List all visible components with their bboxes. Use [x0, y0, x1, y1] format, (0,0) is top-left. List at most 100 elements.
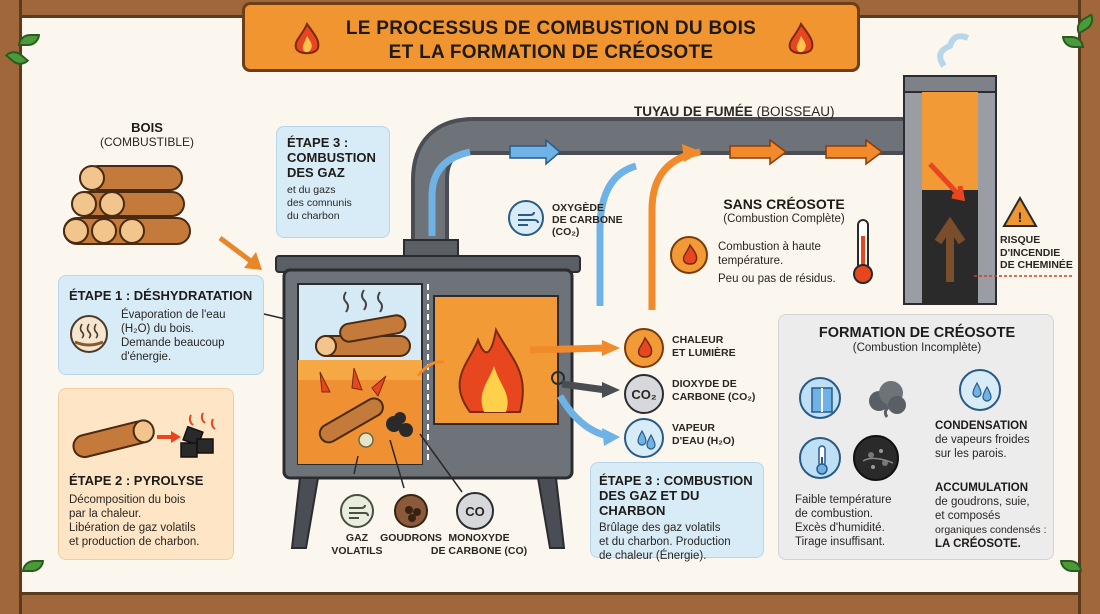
stage1-text-1: Évaporation de l'eau — [121, 309, 226, 321]
no-creosote-heading: SANS CRÉOSOTE (Combustion Complète) — [700, 196, 868, 226]
stage2-text: Décomposition du bois par la chaleur. Li… — [69, 493, 229, 549]
wooden-frame-bottom — [0, 592, 1100, 614]
stage3-top-text-3: du charbon — [287, 210, 340, 222]
creosote-causes-3: Excès d'humidité. — [795, 522, 885, 534]
accumulation-text-3: organiques condensés : — [935, 524, 1047, 536]
output-water-1: VAPEUR — [672, 422, 715, 434]
accumulation-block: ACCUMULATION de goudrons, suie, et compo… — [935, 481, 1053, 551]
fire-risk-1: RISQUE — [1000, 234, 1041, 246]
output-co2-2: CARBONE (CO₂) — [672, 391, 756, 403]
creosote-causes-2: de combustion. — [795, 508, 873, 520]
heat-icon — [624, 328, 664, 368]
pipe-label-bold: TUYAU DE FUMÉE — [634, 104, 753, 119]
no-creosote-text-1: Combustion à haute — [718, 241, 821, 253]
oxygen-label-3: (CO₂) — [552, 226, 580, 238]
stage1-text-4: d'énergie. — [121, 351, 172, 363]
stage1-card: ÉTAPE 1 : DÉSHYDRATATION Évaporation de … — [58, 275, 264, 375]
stage3-bottom-card: ÉTAPE 3 : COMBUSTION DES GAZ ET DU CHARB… — [590, 462, 764, 562]
window-icon — [799, 377, 841, 419]
creosote-causes-1: Faible température — [795, 494, 892, 506]
flame-icon — [788, 21, 814, 55]
creosote-card: FORMATION DE CRÉOSOTE (Combustion Incomp… — [778, 314, 1054, 560]
accumulation-text-1: de goudrons, suie, — [935, 496, 1030, 508]
no-creosote-title: SANS CRÉOSOTE — [723, 196, 845, 212]
stage1-text: Évaporation de l'eau (H₂O) du bois. Dema… — [121, 308, 261, 364]
pyrolysis-icon — [72, 412, 216, 459]
no-creosote-text-2: température. — [718, 255, 784, 267]
creosote-causes: Faible température de combustion. Excès … — [795, 493, 925, 549]
output-co2-label: DIOXYDE DE CARBONE (CO₂) — [672, 378, 755, 404]
oxygen-label-1: OXYGÈDE — [552, 202, 604, 214]
volatile-gas-icon — [340, 494, 374, 528]
air-flow-icon — [508, 200, 544, 236]
water-drops-icon — [624, 418, 664, 458]
creosote-causes-4: Tirage insuffisant. — [795, 536, 886, 548]
output-heat-1: CHALEUR — [672, 334, 724, 346]
title-line-1: LE PROCESSUS DE COMBUSTION DU BOIS — [345, 18, 757, 39]
stage3-top-text-1: et du gazs — [287, 184, 336, 196]
stage2-text-3: Libération de gaz volatils — [69, 522, 196, 534]
volatile-gas-label: GAZ VOLATILS — [318, 532, 396, 558]
svg-text:!: ! — [1018, 209, 1023, 225]
stage3-bottom-text-1: Brûlage des gaz volatils — [599, 522, 721, 534]
stage2-text-1: Décomposition du bois — [69, 494, 186, 506]
output-heat-2: ET LUMIÈRE — [672, 347, 736, 359]
fire-risk-2: D'INCENDIE — [1000, 246, 1061, 259]
stage3-top-title-2: COMBUSTION — [287, 150, 376, 165]
fire-risk-3: DE CHEMINÉE — [1000, 259, 1073, 271]
stage3-top-title-1: ÉTAPE 3 : — [287, 135, 349, 150]
co-label-2: DE CARBONE (CO) — [430, 545, 528, 557]
co-label: MONOXYDE DE CARBONE (CO) — [424, 532, 534, 558]
thermometer-hot-icon — [853, 219, 873, 284]
output-water-2: D'EAU (H₂O) — [672, 435, 735, 447]
condensation-title: CONDENSATION — [935, 420, 1028, 432]
wood-label: BOIS (COMBUSTIBLE) — [82, 120, 212, 149]
tar-label-1: GOUDRONS — [380, 532, 442, 544]
stage2-text-2: par la chaleur. — [69, 508, 142, 520]
creosote-heading: FORMATION DE CRÉOSOTE (Combustion Incomp… — [779, 325, 1055, 355]
co2-badge: CO₂ — [624, 374, 664, 414]
output-co2-1: DIOXYDE DE — [672, 378, 737, 390]
creosote-deposit-icon — [853, 435, 899, 481]
no-creosote-text-3: Peu ou pas de résidus. — [718, 273, 836, 285]
oxygen-label: OXYGÈDE DE CARBONE (CO₂) — [552, 202, 623, 238]
title-banner: LE PROCESSUS DE COMBUSTION DU BOIS ET LA… — [242, 2, 860, 72]
co-label-1: MONOXYDE — [448, 532, 510, 544]
condensation-text-1: de vapeurs froides — [935, 434, 1030, 446]
stage3-bottom-title-1: ÉTAPE 3 : COMBUSTION — [599, 473, 753, 488]
oxygen-label-2: DE CARBONE — [552, 214, 623, 226]
arrow-icon — [218, 236, 262, 270]
stage3-top-title-3: DES GAZ — [287, 165, 345, 180]
pipe-label-normal: (BOISSEAU) — [756, 104, 835, 119]
fire-risk-label: RISQUE D'INCENDIE DE CHEMINÉE — [1000, 234, 1073, 272]
volatile-gas-2: VOLATILS — [331, 545, 383, 557]
tar-icon — [394, 494, 428, 528]
accumulation-text-4: LA CRÉOSOTE. — [935, 538, 1021, 550]
flame-icon — [294, 21, 320, 55]
wood-title: BOIS — [131, 120, 163, 135]
stage2-text-4: et production de charbon. — [69, 536, 200, 548]
wood-logs-icon — [63, 165, 191, 245]
condensation-block: CONDENSATION de vapeurs froides sur les … — [935, 419, 1053, 461]
stage2-card: ÉTAPE 2 : PYROLYSE Décomposition du bois… — [58, 388, 234, 560]
volatile-gas-1: GAZ — [345, 532, 369, 544]
stage3-bottom-text-3: de chaleur (Énergie). — [599, 550, 707, 562]
stage3-top-card: ÉTAPE 3 : COMBUSTION DES GAZ et du gazs … — [276, 126, 390, 238]
no-creosote-text: Combustion à haute température. Peu ou p… — [718, 240, 858, 286]
tar-label: GOUDRONS — [372, 532, 450, 545]
condensation-text-2: sur les parois. — [935, 448, 1007, 460]
stage3-top-text-2: des comnunis — [287, 197, 352, 209]
stage2-title: ÉTAPE 2 : PYROLYSE — [69, 473, 204, 488]
stage1-text-3: Demande beaucoup — [121, 337, 225, 349]
fire-icon — [670, 236, 708, 274]
smoke-icon — [869, 381, 906, 418]
output-heat-label: CHALEUR ET LUMIÈRE — [672, 334, 736, 360]
accumulation-title: ACCUMULATION — [935, 482, 1029, 494]
thermometer-cold-icon — [799, 437, 841, 479]
wooden-frame-left — [0, 0, 22, 614]
creosote-subtitle: (Combustion Incomplète) — [852, 342, 982, 354]
stage1-title: ÉTAPE 1 : DÉSHYDRATATION — [69, 288, 253, 303]
pipe-label: TUYAU DE FUMÉE (BOISSEAU) — [634, 104, 835, 119]
wooden-frame-right — [1078, 0, 1100, 614]
